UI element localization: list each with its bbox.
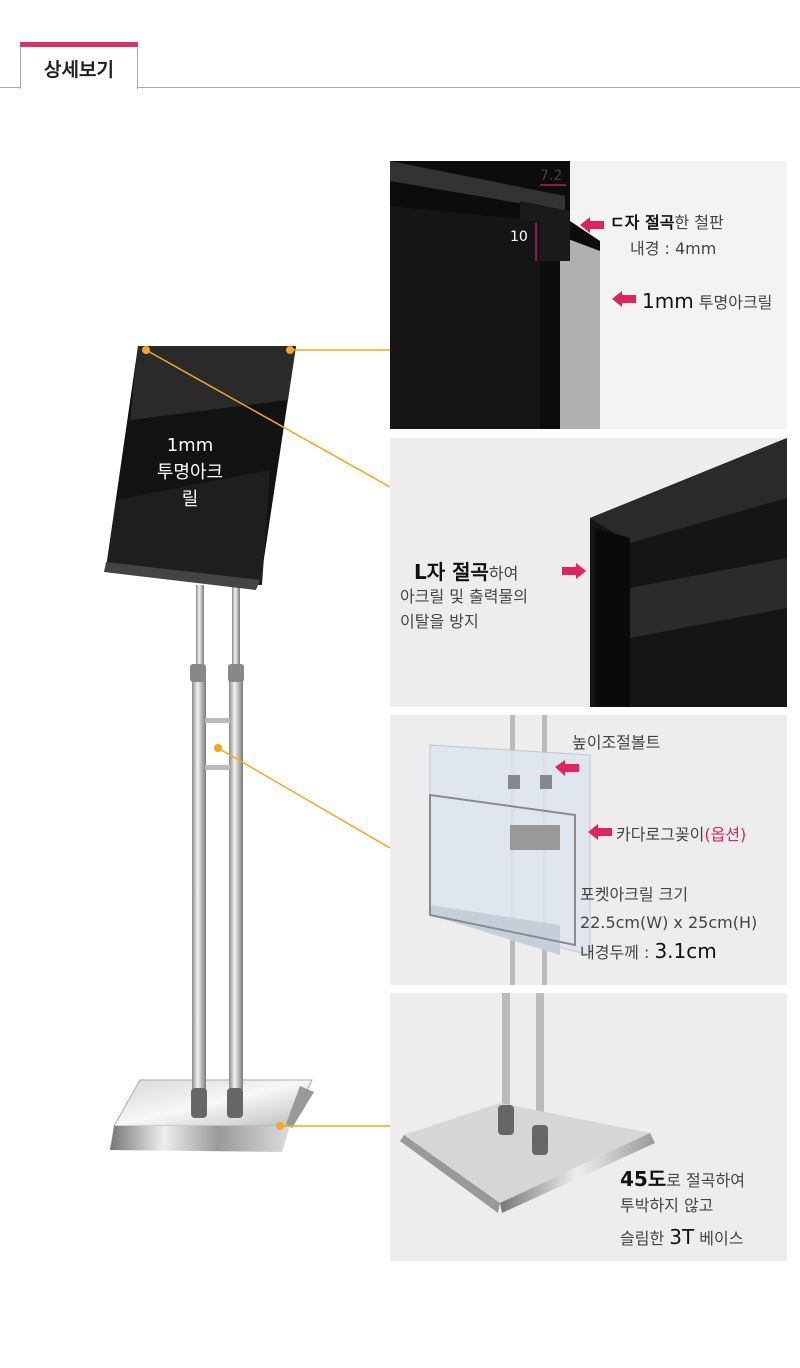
arrow-icon — [580, 217, 604, 233]
detail-panel-pocket: 높이조절볼트 카다로그꽂이(옵션) 포켓아크릴 크기 22.5cm(W) x 2… — [390, 715, 787, 985]
arrow-icon — [555, 760, 579, 776]
stand-board-label-line1: 1mm — [166, 435, 214, 456]
stand-board-label-line2: 투명아크릴 — [156, 462, 224, 510]
detail-panel-base: 45도로 절곡하여 투박하지 않고 슬림한 3T 베이스 — [390, 993, 787, 1261]
section-tab-accent — [20, 42, 138, 47]
dim-width-label: 7.2 — [540, 168, 563, 184]
l-bend-line3: 이탈을 방지 — [400, 612, 479, 631]
pocket-photo — [429, 715, 612, 985]
acrylic-thickness-label: 1mm 투명아크릴 — [642, 289, 773, 313]
pocket-thickness: 내경두께 : 3.1cm — [580, 939, 717, 963]
base-line1: 45도로 절곡하여 — [620, 1167, 745, 1191]
arrow-icon — [562, 563, 586, 579]
stand-board-label: 1mm 투명아크릴 — [150, 432, 230, 513]
c-bend-photo — [390, 161, 636, 429]
pocket-size: 22.5cm(W) x 25cm(H) — [580, 913, 758, 932]
section-divider-right — [137, 87, 800, 88]
arrow-icon — [612, 291, 636, 307]
stand-base-top — [113, 1079, 313, 1127]
c-bend-inner-diameter: 내경 : 4mm — [630, 239, 717, 258]
l-bend-line1: L자 절곡하여 — [414, 560, 519, 584]
stand-base-front — [110, 1126, 290, 1152]
dim-height-label: 10 — [510, 229, 528, 245]
catalog-hook-label: 카다로그꽂이(옵션) — [616, 825, 747, 844]
detail-panel-c-bend: 7.2 10 ㄷ자 절곡한 철판 내경 : 4mm 1mm 투명아크릴 — [390, 161, 787, 429]
arrow-icon — [588, 824, 612, 840]
base-photo — [400, 993, 655, 1213]
base-line3: 슬림한 3T 베이스 — [620, 1225, 744, 1249]
l-bend-photo — [562, 438, 787, 707]
height-bolt-label: 높이조절볼트 — [572, 733, 661, 752]
l-bend-line2: 아크릴 및 출력물의 — [400, 587, 528, 606]
section-divider-left — [0, 87, 21, 88]
pocket-title: 포켓아크릴 크기 — [580, 885, 689, 904]
c-bend-label: ㄷ자 절곡한 철판 — [610, 213, 724, 232]
base-line2: 투박하지 않고 — [620, 1196, 714, 1215]
section-title: 상세보기 — [44, 58, 114, 81]
detail-panel-l-bend: L자 절곡하여 아크릴 및 출력물의 이탈을 방지 — [390, 438, 787, 707]
section-tab[interactable]: 상세보기 — [20, 47, 138, 89]
stand-illustration — [104, 346, 390, 1152]
